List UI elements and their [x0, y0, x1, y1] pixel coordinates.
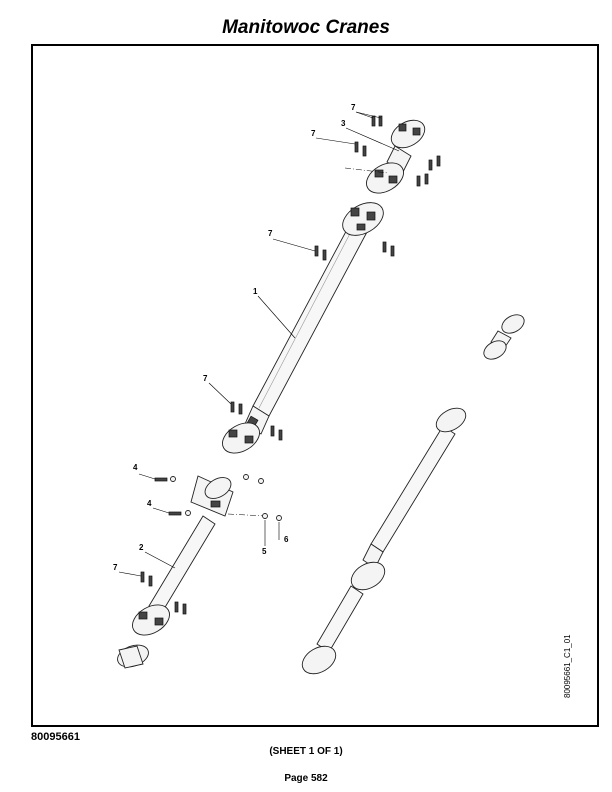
yoke-lower-short — [132, 604, 170, 636]
assembled-shaft-long — [301, 407, 467, 675]
carrier-bearing — [190, 475, 234, 517]
page-title: Manitowoc Cranes — [222, 17, 390, 38]
assembled-joint-small — [483, 314, 525, 360]
callout-6: 6 — [284, 535, 289, 544]
callout-5: 5 — [262, 547, 267, 556]
end-yoke — [117, 644, 149, 669]
yoke-upper-tube-end — [342, 202, 384, 236]
callout-3: 3 — [341, 119, 346, 128]
drawing-frame: 7 7 3 7 1 7 4 4 2 7 5 6 80095661_C1_01 — [31, 44, 599, 727]
document-number: 80095661 — [31, 731, 80, 743]
callout-7: 7 — [203, 374, 208, 383]
callout-7: 7 — [311, 129, 316, 138]
centerline — [344, 167, 389, 174]
driveshaft-diagram: 7 7 3 7 1 7 4 4 2 7 5 6 80095661_C1_01 — [113, 103, 572, 698]
sheet-indicator: (SHEET 1 OF 1) — [269, 746, 343, 757]
hardware-group — [154, 474, 282, 521]
yoke-lower-long — [222, 422, 260, 454]
callout-1: 1 — [253, 287, 258, 296]
driveshaft-tube-long — [252, 221, 368, 417]
center-bearing-upper — [366, 119, 426, 194]
callout-4: 4 — [147, 499, 152, 508]
drawing-id: 80095661_C1_01 — [563, 634, 572, 698]
callout-7: 7 — [268, 229, 273, 238]
callout-4: 4 — [133, 463, 138, 472]
driveshaft-tube-short — [148, 515, 216, 615]
centerline — [227, 513, 266, 517]
page-number: Page 582 — [284, 773, 328, 784]
callout-2: 2 — [139, 543, 144, 552]
callout-7: 7 — [351, 103, 356, 112]
callout-7: 7 — [113, 563, 118, 572]
